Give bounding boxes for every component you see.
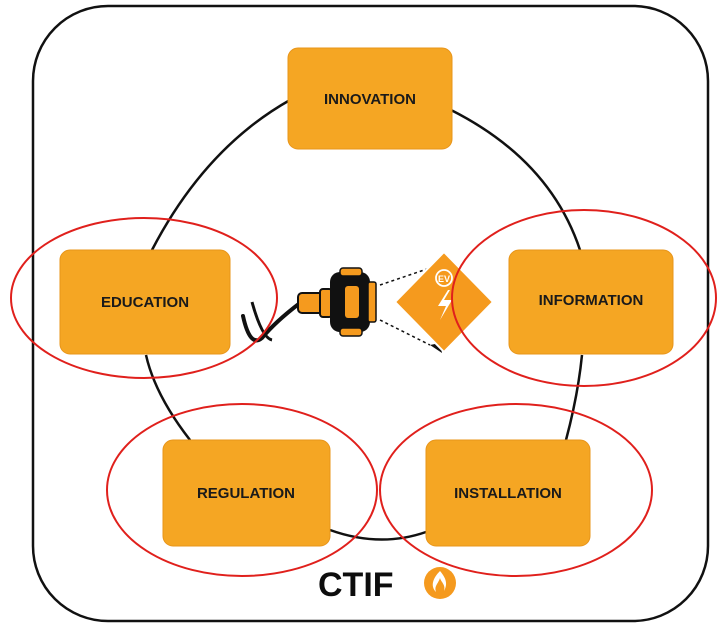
- high-voltage-warning-icon: EV: [393, 250, 495, 354]
- box-installation: INSTALLATION: [425, 439, 591, 547]
- box-education-label: EDUCATION: [101, 294, 189, 311]
- box-information-label: INFORMATION: [539, 292, 644, 309]
- ev-charging-plug-icon: [241, 260, 442, 353]
- highlight-ellipse-installation: [379, 403, 653, 577]
- ring-arc-education-innovation: [150, 98, 291, 251]
- box-information: INFORMATION: [508, 249, 674, 355]
- flame-circle-icon: [424, 567, 456, 599]
- box-education: EDUCATION: [59, 249, 231, 355]
- highlight-ellipse-information: [451, 209, 717, 387]
- outer-frame: [31, 4, 710, 623]
- highlight-ellipses: [10, 209, 717, 577]
- sign-text: EV: [438, 274, 450, 284]
- highlight-ellipse-regulation: [106, 403, 378, 577]
- highlight-ellipse-education: [10, 217, 278, 379]
- ring-arc-innovation-information: [450, 108, 582, 251]
- ctif-logo: CTIF: [318, 566, 456, 604]
- ring-arc-regulation-education: [144, 354, 191, 441]
- box-innovation-label: INNOVATION: [324, 91, 416, 108]
- logo-text: CTIF: [318, 566, 394, 604]
- box-regulation-label: REGULATION: [197, 485, 295, 502]
- box-regulation: REGULATION: [162, 439, 331, 547]
- cycle-ring: [144, 98, 584, 541]
- ring-arc-installation-regulation: [329, 528, 427, 541]
- box-installation-label: INSTALLATION: [454, 485, 562, 502]
- ring-arc-information-installation: [564, 354, 584, 441]
- box-innovation: INNOVATION: [287, 47, 453, 150]
